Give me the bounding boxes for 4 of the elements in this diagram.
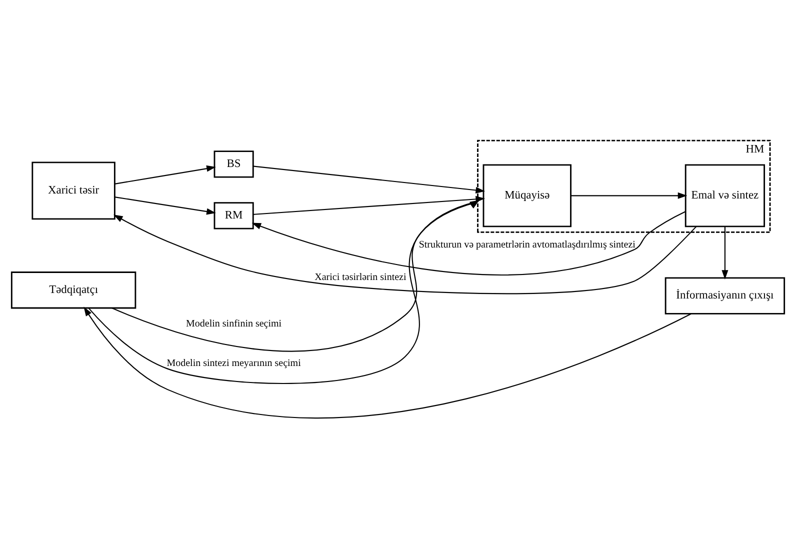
edge-label: Strukturun və parametrlərin avtomatlaşdırılmış sintezi <box>418 238 636 250</box>
edge-label: Xarici təsirlərin sintezi <box>314 272 406 283</box>
edge-label: Modelin sintezi meyarının seçimi <box>166 358 301 369</box>
edge-label: Modelin sinfinin seçimi <box>186 318 282 330</box>
